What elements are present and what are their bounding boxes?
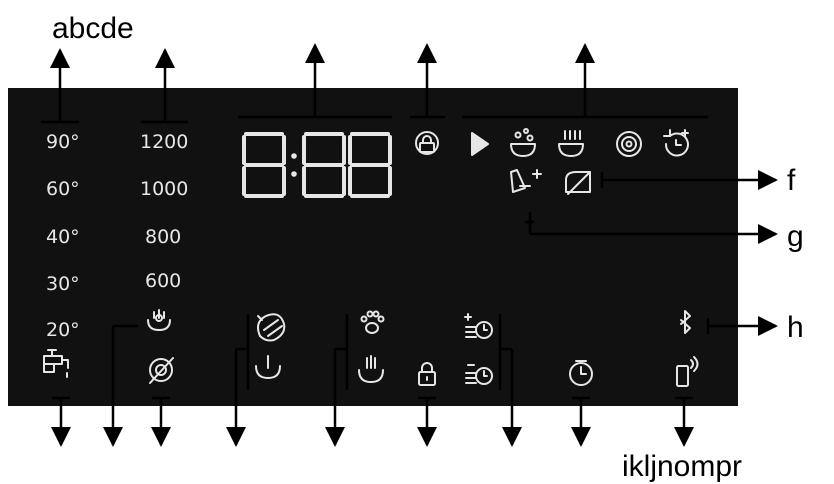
door-lock-icon: [418, 362, 436, 386]
tap-icon: [43, 349, 69, 378]
rinse-hold-icon: [147, 309, 171, 331]
spin-speed-800: 800: [145, 226, 182, 248]
pet-hair-icon: [360, 310, 385, 334]
wash-phase-icon: [510, 128, 536, 157]
no-iron-icon: [565, 171, 591, 195]
bluetooth-icon: [680, 310, 691, 334]
cycle-end-icon: [663, 129, 689, 157]
label-f: f: [787, 164, 796, 197]
spin-speed-1200: 1200: [140, 131, 189, 153]
temperature-90: 90°: [46, 131, 80, 153]
time-plus-icon: [464, 313, 493, 339]
label-bottom: ikljnompr: [622, 450, 743, 483]
spin-speed-600: 600: [145, 270, 182, 292]
wash-tub-icon: [255, 355, 281, 379]
control-panel-display: [8, 88, 738, 406]
time-minus-icon: [465, 364, 493, 385]
digit-1: [242, 132, 286, 198]
label-h: h: [787, 311, 804, 344]
child-lock-icon: [415, 131, 439, 155]
digit-2: [302, 132, 346, 198]
digit-3: [348, 132, 392, 198]
temperature-30: 30°: [46, 273, 80, 295]
phone-connect-icon: [676, 356, 699, 387]
side-callouts: [525, 170, 778, 336]
no-spin-icon: [149, 357, 174, 384]
label-top: abcde: [52, 12, 134, 45]
soak-icon: [358, 355, 384, 383]
drying-plus-icon: [510, 169, 542, 193]
play-icon: [471, 132, 489, 156]
stain-icon: [257, 313, 286, 342]
bottom-callouts: [51, 314, 694, 447]
spin-phase-icon: [616, 131, 642, 157]
top-callouts: [41, 43, 708, 124]
spin-speed-1000: 1000: [140, 178, 189, 200]
label-g: g: [787, 220, 804, 253]
delay-timer-icon: [569, 360, 593, 386]
rinse-phase-icon: [558, 130, 584, 157]
time-colon: [291, 153, 297, 177]
temperature-40: 40°: [46, 226, 80, 248]
temperature-20: 20°: [46, 319, 80, 341]
temperature-60: 60°: [46, 178, 80, 200]
time-display: [242, 132, 392, 198]
